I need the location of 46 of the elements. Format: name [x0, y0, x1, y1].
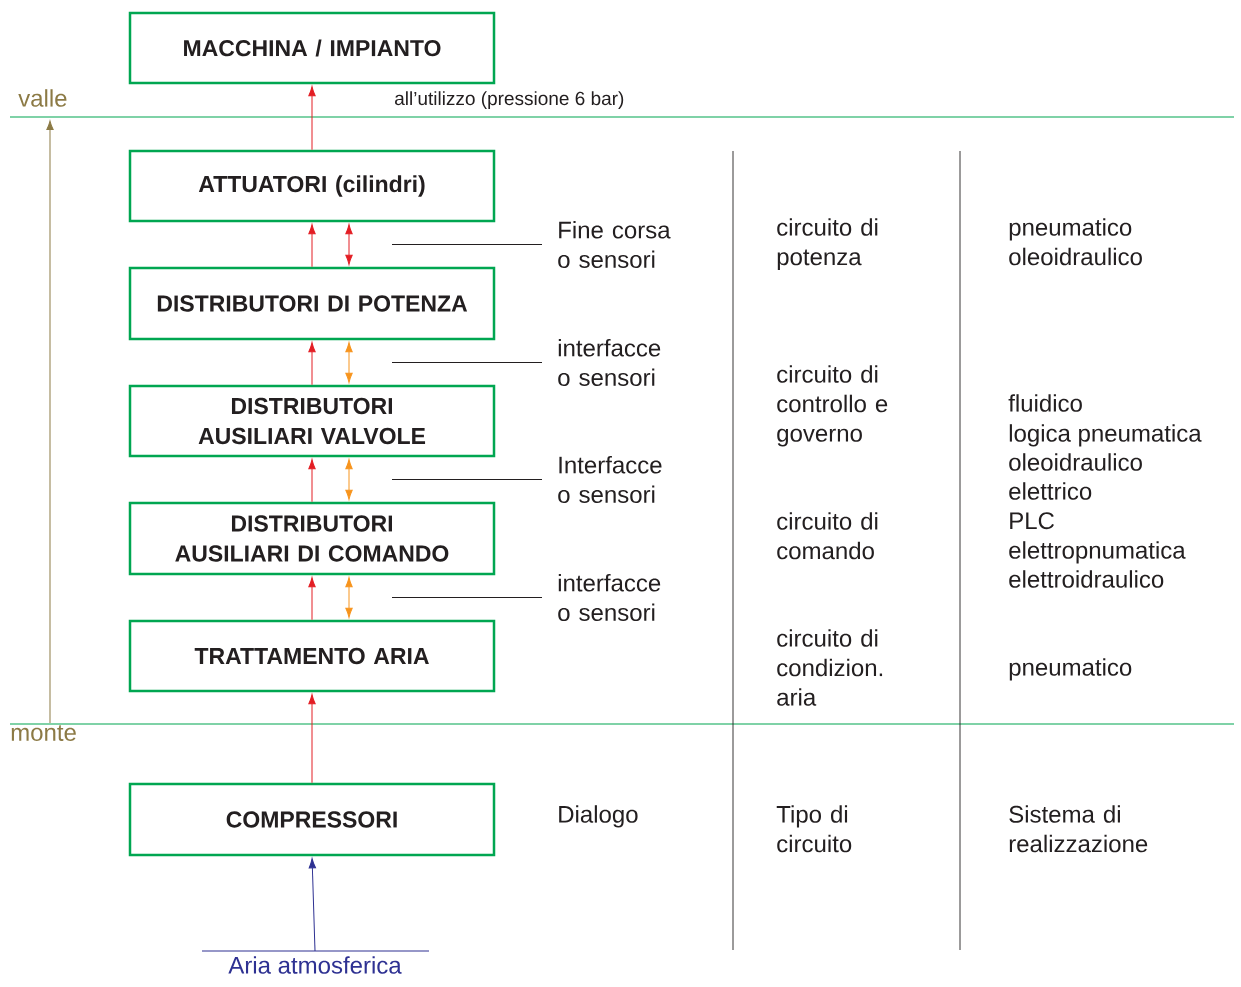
- arrow: [308, 459, 316, 503]
- arrow: [308, 86, 316, 151]
- column-text: circuito di controllo e governo: [777, 365, 888, 447]
- column-text: circuito di potenza: [777, 218, 878, 271]
- arrow: [345, 342, 353, 383]
- arrow: [308, 694, 316, 784]
- process-box: TRATTAMENTO ARIA: [128, 619, 496, 693]
- leader-line: [391, 597, 543, 598]
- callout-text: interfacce o sensori: [558, 573, 661, 622]
- leader-line: [391, 244, 543, 245]
- arrow: [308, 224, 316, 268]
- arrow: [345, 577, 353, 618]
- column-text: elettrico: [1009, 482, 1092, 500]
- callout-text: interfacce o sensori: [558, 338, 661, 387]
- process-box: DISTRIBUTORI DI POTENZA: [128, 266, 496, 341]
- process-box: DISTRIBUTORI AUSILIARI DI COMANDO: [128, 501, 496, 576]
- column-text: pneumatico: [1009, 658, 1132, 681]
- process-box: ATTUATORI (cilindri): [128, 149, 496, 223]
- process-box: COMPRESSORI: [128, 782, 496, 857]
- arrow: [308, 577, 316, 621]
- column-text: elettropnumatica: [1009, 541, 1186, 564]
- process-box: DISTRIBUTORI AUSILIARI VALVOLE: [128, 384, 496, 458]
- level-label: monte: [11, 725, 76, 741]
- column-text: circuito di condizion. aria: [777, 629, 883, 706]
- column-text: fluidico: [1008, 394, 1082, 412]
- arrow: [345, 224, 353, 265]
- source-label: Aria atmosferica: [201, 950, 430, 974]
- callout-text: Interfacce o sensori: [558, 455, 662, 504]
- leader-line: [391, 362, 543, 363]
- note-text: all’utilizzo (pressione 6 bar): [395, 91, 624, 109]
- column-text: oleoidraulico: [1009, 453, 1142, 471]
- arrow: [308, 342, 316, 386]
- column-text: elettroidraulico: [1009, 570, 1164, 588]
- level-label: valle: [18, 89, 67, 107]
- column-text: pneumatico oleoidraulico: [1009, 218, 1142, 266]
- column-heading: Sistema di realizzazione: [1009, 805, 1148, 853]
- callout-text: Fine corsa o sensori: [558, 220, 671, 269]
- leader-line: [391, 479, 543, 480]
- column-heading: Dialogo: [559, 805, 638, 828]
- column-text: circuito di comando: [777, 512, 878, 560]
- arrow: [308, 858, 317, 952]
- column-heading: Tipo di circuito: [776, 805, 852, 853]
- arrow: [345, 459, 353, 500]
- column-text: PLC: [1010, 512, 1054, 530]
- column-text: logica pneumatica: [1009, 424, 1202, 447]
- process-box: MACCHINA / IMPIANTO: [128, 11, 496, 85]
